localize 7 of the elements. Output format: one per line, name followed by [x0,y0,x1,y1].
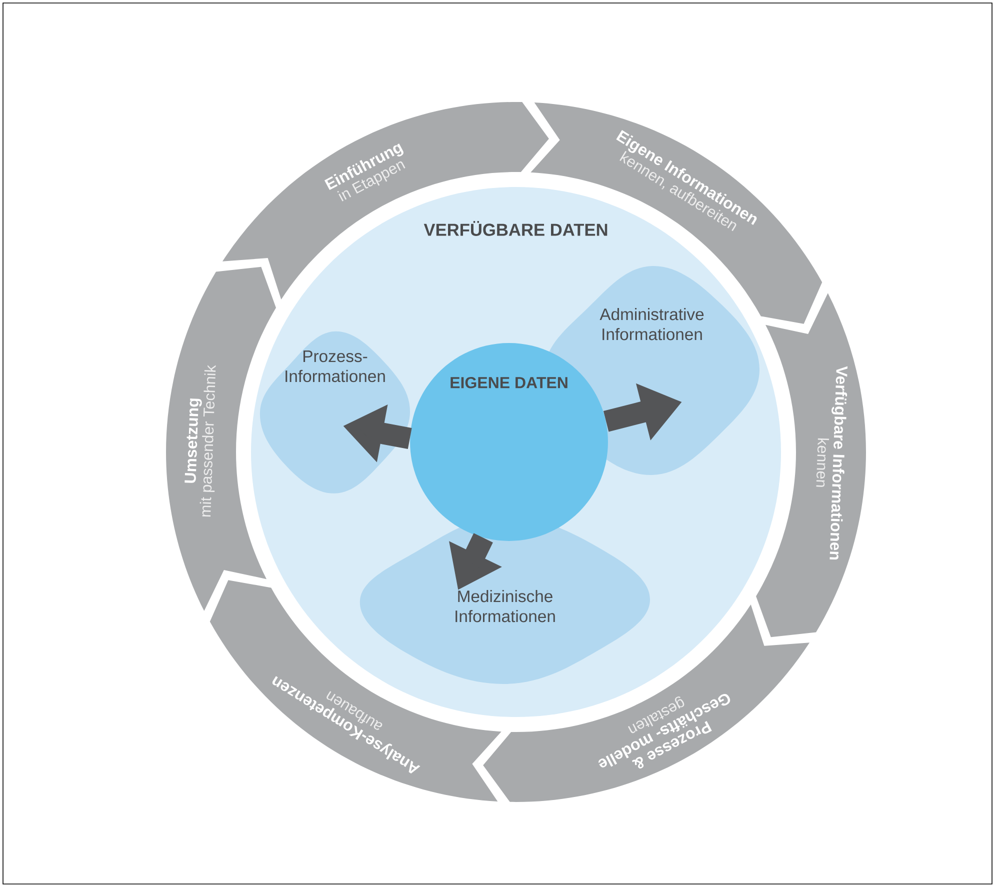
cycle-segment: Verfügbare Informationen kennen [756,293,866,638]
cycle-segment: Umsetzung mit passender Technik [166,266,276,611]
info-blob: Medizinische Informationen [360,516,650,684]
info-blob: Prozess- Informationen [260,331,410,494]
node-label: Umsetzung [184,398,202,483]
node-label: kennen [816,438,830,487]
node-label: Verfügbare Informationen [830,366,848,560]
